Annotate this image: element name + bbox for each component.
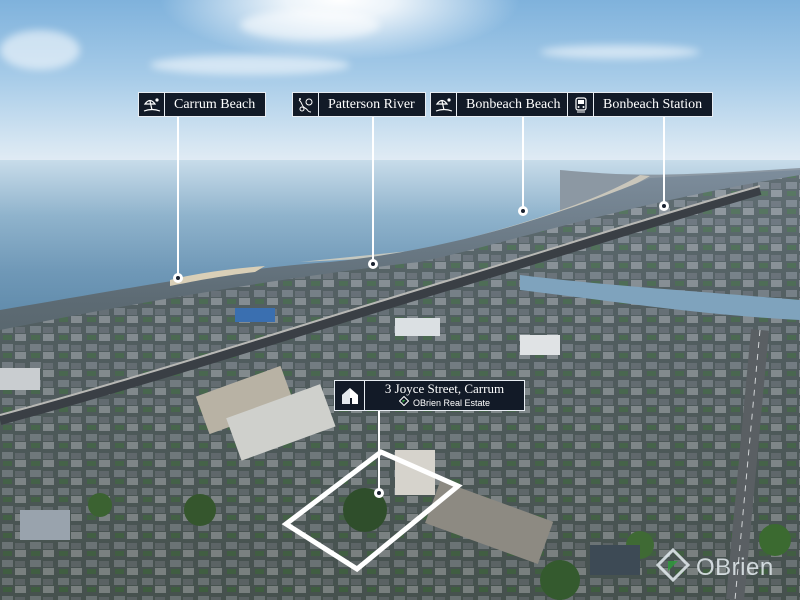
label-text: Patterson River bbox=[328, 97, 415, 112]
river-icon bbox=[293, 93, 319, 116]
pin-dot-carrum-beach bbox=[173, 273, 183, 283]
pin-dot-patterson-river bbox=[368, 259, 378, 269]
cloud bbox=[540, 45, 700, 59]
agency-line: OBrien Real Estate bbox=[398, 395, 491, 409]
label-patterson-river: Patterson River bbox=[292, 92, 426, 117]
cloud bbox=[0, 30, 80, 70]
watermark-text: OBrien bbox=[696, 553, 774, 581]
cloud bbox=[240, 10, 380, 40]
label-text: Bonbeach Station bbox=[603, 97, 703, 112]
beach-umbrella-icon bbox=[139, 93, 165, 116]
pin-line-patterson-river bbox=[372, 117, 374, 264]
property-address-label: 3 Joyce Street, Carrum OBrien Real Estat… bbox=[334, 380, 525, 411]
pin-line-bonbeach-beach bbox=[522, 117, 524, 211]
pin-line-carrum-beach bbox=[177, 117, 179, 278]
property-address: 3 Joyce Street, Carrum bbox=[384, 381, 505, 396]
label-text: Bonbeach Beach bbox=[466, 97, 561, 112]
pin-line-bonbeach-station bbox=[663, 117, 665, 206]
house-icon bbox=[335, 381, 365, 410]
label-text: Carrum Beach bbox=[174, 97, 256, 112]
agency-name: OBrien Real Estate bbox=[412, 397, 491, 408]
obrien-diamond-logo-icon bbox=[655, 547, 691, 587]
pin-dot-property bbox=[374, 488, 384, 498]
label-bonbeach-station: Bonbeach Station bbox=[567, 92, 714, 117]
pin-line-property bbox=[378, 411, 380, 493]
cloud bbox=[150, 55, 350, 75]
obrien-watermark: OBrien bbox=[655, 547, 774, 587]
obrien-diamond-icon bbox=[398, 395, 410, 409]
property-boundary-outline bbox=[281, 449, 463, 573]
pin-dot-bonbeach-beach bbox=[518, 206, 528, 216]
beach-umbrella-icon bbox=[431, 93, 457, 116]
label-carrum-beach: Carrum Beach bbox=[138, 92, 267, 117]
sky bbox=[0, 0, 800, 170]
train-icon bbox=[568, 93, 594, 116]
pin-dot-bonbeach-station bbox=[659, 201, 669, 211]
label-bonbeach-beach: Bonbeach Beach bbox=[430, 92, 572, 117]
